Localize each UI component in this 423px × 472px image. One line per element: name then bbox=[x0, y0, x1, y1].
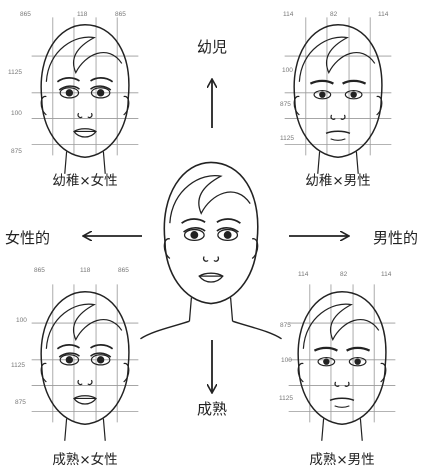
side-mark: 1125 bbox=[8, 69, 22, 76]
side-mark: 1125 bbox=[11, 362, 25, 369]
face-mature-male bbox=[289, 284, 396, 440]
side-mark: 100 bbox=[16, 317, 27, 324]
top-mark: 865 bbox=[34, 267, 45, 274]
side-mark: 1125 bbox=[279, 395, 293, 402]
top-mark: 82 bbox=[340, 271, 348, 278]
face-young-male bbox=[285, 17, 392, 173]
marks-young-male: 114 82 114 100 875 1125 bbox=[280, 11, 389, 142]
top-mark: 865 bbox=[118, 267, 129, 274]
label-right: 男性的 bbox=[373, 229, 418, 247]
side-mark: 875 bbox=[280, 322, 291, 329]
side-mark: 875 bbox=[11, 148, 22, 155]
side-mark: 100 bbox=[281, 357, 292, 364]
side-mark: 1125 bbox=[280, 135, 294, 142]
marks-mature-female: 865 118 865 100 1125 875 bbox=[11, 267, 129, 406]
caption-mature-male: 成熟×男性 bbox=[309, 452, 374, 468]
caption-young-male: 幼稚×男性 bbox=[305, 173, 370, 189]
label-down: 成熟 bbox=[197, 400, 227, 418]
side-mark: 875 bbox=[280, 101, 291, 108]
top-mark: 865 bbox=[115, 11, 126, 18]
face-mature-female bbox=[32, 284, 139, 440]
top-mark: 114 bbox=[381, 271, 392, 278]
top-mark: 82 bbox=[330, 11, 338, 18]
caption-mature-female: 成熟×女性 bbox=[52, 451, 117, 468]
face-young-female bbox=[32, 17, 139, 173]
side-mark: 875 bbox=[15, 399, 26, 406]
top-mark: 114 bbox=[378, 11, 389, 18]
top-mark: 114 bbox=[283, 11, 294, 18]
top-mark: 865 bbox=[20, 11, 31, 18]
face-center bbox=[140, 162, 281, 338]
top-mark: 114 bbox=[298, 271, 309, 278]
top-mark: 118 bbox=[77, 11, 88, 18]
side-mark: 100 bbox=[282, 67, 293, 74]
caption-young-female: 幼稚×女性 bbox=[52, 172, 117, 189]
top-mark: 118 bbox=[80, 267, 91, 274]
side-mark: 100 bbox=[11, 110, 22, 117]
label-left: 女性的 bbox=[5, 229, 50, 247]
label-up: 幼児 bbox=[197, 38, 227, 56]
